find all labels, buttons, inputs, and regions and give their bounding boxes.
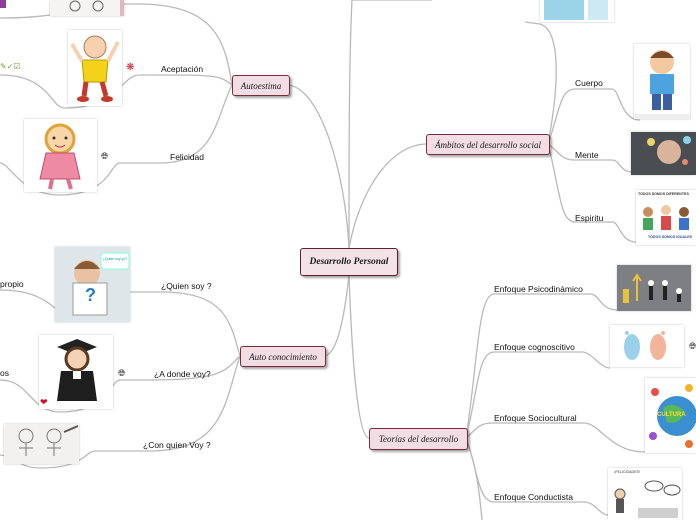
label-a-donde-voy[interactable]: ¿A donde voy? (154, 369, 211, 379)
globe-icon: 🌐︎ (101, 151, 109, 161)
topic-teorias-desarrollo[interactable]: Teorías del desarrollo (369, 428, 468, 450)
label-quien-soy[interactable]: ¿Quien soy ? (161, 281, 212, 291)
connector-teorias-conduct (465, 437, 609, 516)
connector-ambitos-top (524, 21, 557, 145)
label-edge-os[interactable]: os (0, 368, 9, 378)
espiritu-banner-text: TODOS SOMOS DIFERENTES (638, 192, 689, 196)
conductista-bubble-text: ¡FELICIDADES! (614, 470, 640, 474)
image-boy-quien-soy[interactable]: ¿Quién soy yo? ? (55, 247, 130, 322)
label-enfoque-cognoscitivo[interactable]: Enfoque cognoscitivo (494, 342, 575, 352)
sociocultural-word: CULTURA (657, 412, 686, 418)
connector-ac-conquien (0, 355, 241, 469)
connector-top-trunk (348, 0, 353, 249)
image-boy-cuerpo[interactable] (634, 44, 690, 119)
label-edge-propio[interactable]: propio (0, 279, 24, 289)
image-girl-happiness[interactable] (24, 119, 97, 192)
quien-soy-sign-text: ¿Quién soy yo? (102, 257, 128, 261)
small-icons-group: ✎✓☑ (0, 62, 21, 71)
question-mark: ? (85, 285, 96, 305)
image-psicodinamico-steps[interactable] (617, 265, 691, 311)
image-kids-sketch[interactable] (4, 424, 79, 464)
label-felicidad[interactable]: Felicidad (170, 152, 205, 162)
connector-ambitos-cuerpo (547, 88, 641, 145)
connector-teorias-bottom (465, 437, 483, 520)
espiritu-footer-text: TODOS SOMOS IGUALES (648, 235, 693, 239)
topic-ambitos-desarrollo-social[interactable]: Ámbitos del desarrollo social (426, 134, 550, 155)
hearts-icon: ❤ (40, 397, 48, 407)
label-enfoque-sociocultural[interactable]: Enfoque Sociocultural (494, 413, 577, 423)
image-caillou-acceptance[interactable] (68, 30, 122, 106)
image-espiritu-diversity[interactable]: TODOS SOMOS DIFERENTES TODOS SOMOS IGUAL… (636, 190, 696, 245)
connector-ambitos-espiritu (547, 143, 637, 243)
red-asterisk-icon: ❋ (126, 62, 135, 73)
image-kids-drawing-top[interactable] (50, 0, 124, 16)
image-sociocultural-globe[interactable]: CULTURA (645, 378, 696, 453)
connector-central-teorias (348, 274, 370, 439)
topic-auto-conocimiento[interactable]: Auto conocimiento (240, 346, 326, 367)
connector-teorias-cogno (465, 351, 611, 439)
topic-autoestima[interactable]: Autoestima (232, 75, 290, 96)
connector-teorias-psico (465, 293, 618, 439)
central-topic[interactable]: Desarrollo Personal (300, 248, 398, 276)
connector-central-autoconocimiento (323, 274, 350, 357)
globe-icon: 🌐︎ (118, 368, 126, 378)
image-cognoscitivo-feet[interactable] (610, 325, 684, 367)
connector-ambitos-mente (547, 143, 633, 173)
label-enfoque-conductista[interactable]: Enfoque Conductista (494, 492, 573, 502)
image-conductista-classroom[interactable]: ¡FELICIDADES! (608, 468, 682, 520)
connector-ac-adonde (0, 355, 241, 413)
globe-icon: 🌐︎ (689, 341, 696, 351)
label-enfoque-psicodinamico[interactable]: Enfoque Psicodinámico (494, 284, 583, 294)
purple-tag-icon (0, 0, 6, 8)
label-aceptacion[interactable]: Aceptación (161, 64, 204, 74)
label-cuerpo[interactable]: Cuerpo (575, 78, 603, 88)
image-mind-woman[interactable] (631, 132, 696, 175)
label-mente[interactable]: Mente (575, 150, 599, 160)
image-top-right-building[interactable] (540, 0, 614, 22)
connector-central-autoestima (287, 84, 350, 249)
image-graduate-girl[interactable] (39, 335, 113, 409)
connector-teorias-socio (465, 422, 646, 453)
label-espiritu[interactable]: Espiritu (575, 213, 604, 223)
label-con-quien-voy[interactable]: ¿Con quien Voy ? (143, 440, 211, 450)
connector-central-ambitos (348, 143, 427, 249)
connector-autoestima-felicidad (0, 84, 233, 196)
